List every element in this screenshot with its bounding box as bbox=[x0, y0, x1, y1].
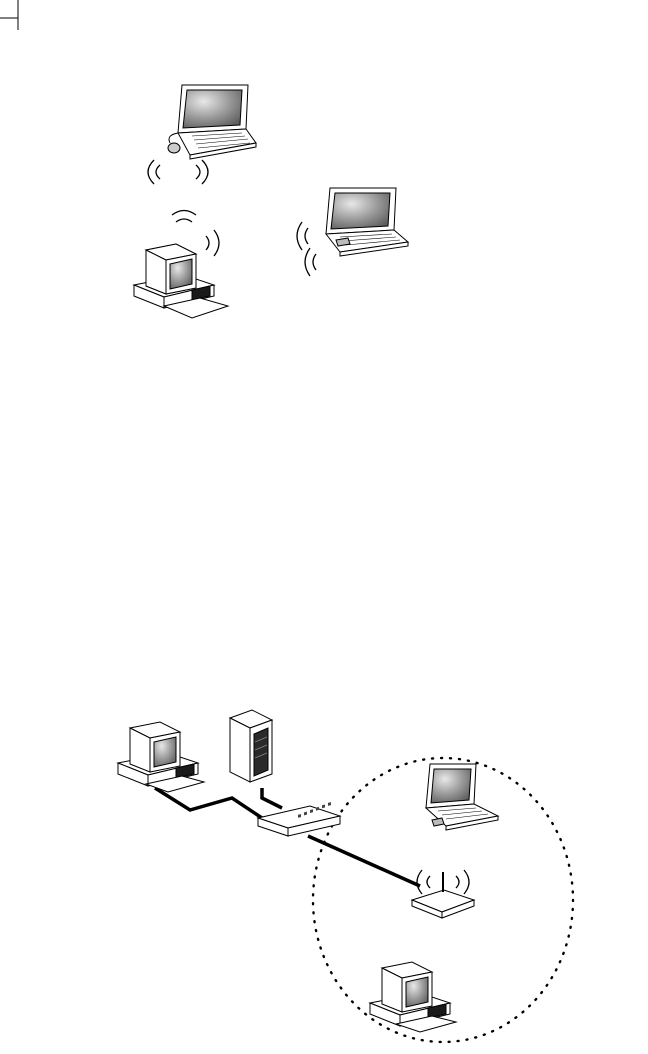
server-icon bbox=[230, 710, 272, 782]
laptop-icon bbox=[426, 764, 498, 830]
switch-icon bbox=[258, 802, 340, 836]
adhoc-network-diagram bbox=[0, 0, 648, 340]
network-cable bbox=[155, 788, 420, 886]
laptop-icon bbox=[326, 188, 408, 256]
access-point-icon bbox=[412, 872, 474, 918]
wireless-signal-icon bbox=[297, 222, 316, 276]
desktop-icon bbox=[118, 722, 204, 792]
infrastructure-network-diagram bbox=[0, 690, 648, 1054]
laptop-icon bbox=[168, 85, 256, 159]
wireless-signal-icon bbox=[148, 160, 208, 184]
desktop-icon bbox=[370, 962, 456, 1032]
